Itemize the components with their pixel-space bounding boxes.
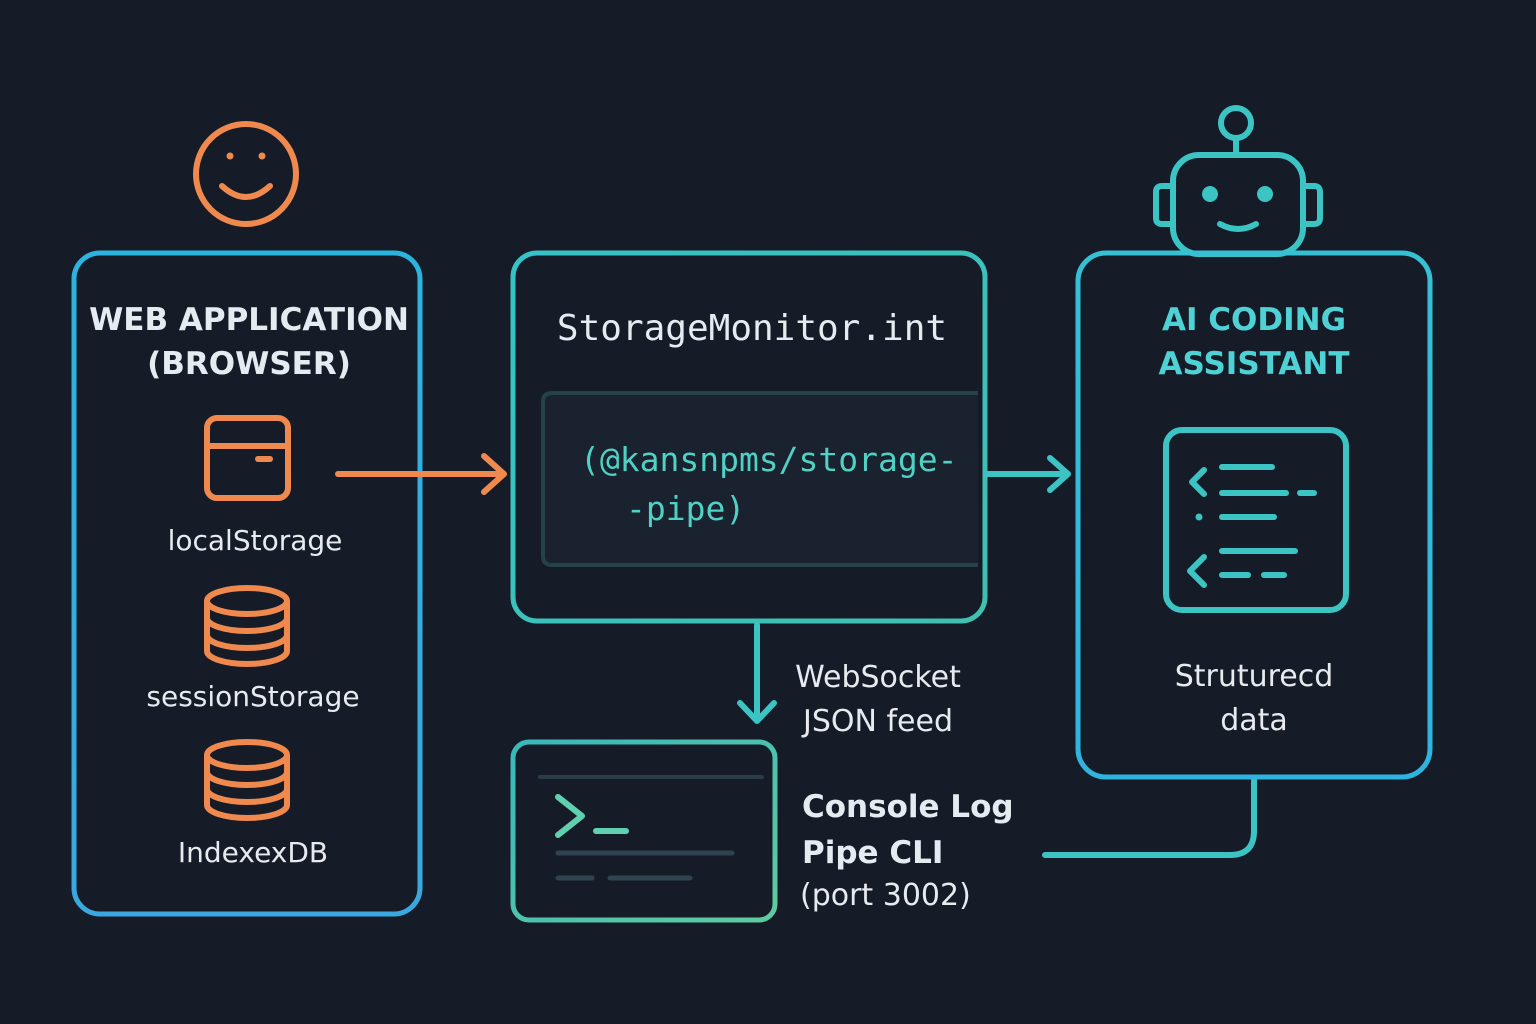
arrow-monitor-to-assistant [984,455,1071,493]
web-application-box [71,250,423,917]
web-application-title-line1: WEB APPLICATION [89,302,409,338]
web-application-title-line2: (BROWSER) [147,346,351,382]
cli-title: Console Log Pipe CLI [802,784,1014,876]
storage-monitor-title: StorageMonitor.int [556,308,948,349]
cli-terminal-box [510,739,778,923]
ai-assistant-title-line1: AI CODING [1161,302,1347,338]
database-icon [204,585,290,667]
cli-title-line2: Pipe CLI [802,835,944,871]
structured-data-label: Struturecd data [1078,655,1430,743]
ai-assistant-title: AI CODING ASSISTANT [1078,298,1430,386]
structured-data-line2: data [1220,703,1288,738]
ai-assistant-box [1075,250,1433,780]
arrow-web-to-monitor [335,453,507,495]
web-application-title: WEB APPLICATION (BROWSER) [74,298,424,386]
smiley-face-icon [193,121,299,227]
ai-assistant-title-line2: ASSISTANT [1158,346,1350,382]
cli-title-line1: Console Log [802,789,1014,825]
cli-port-label: (port 3002) [800,878,971,913]
package-panel [541,391,978,567]
websocket-feed-label: WebSocket JSON feed [778,656,978,744]
database-icon [204,739,290,821]
storage-monitor-box [510,250,988,624]
arrow-monitor-to-cli [737,622,777,724]
structured-data-line1: Struturecd [1174,659,1334,694]
package-name-line2: -pipe) [626,489,746,528]
robot-icon [1153,105,1323,257]
store-label-sessionstorage: sessionStorage [146,680,360,713]
package-name-line1: (@kansnpms/storage- [580,440,958,479]
browser-window-icon [204,415,291,501]
code-document-icon [1163,427,1349,613]
store-label-indexeddb: IndexexDB [177,836,329,869]
websocket-feed-line2: JSON feed [803,704,953,739]
connector-cli-to-assistant [1042,777,1257,858]
store-label-localstorage: localStorage [167,524,343,557]
terminal-prompt-icon [538,775,764,881]
websocket-feed-line1: WebSocket [795,660,961,695]
